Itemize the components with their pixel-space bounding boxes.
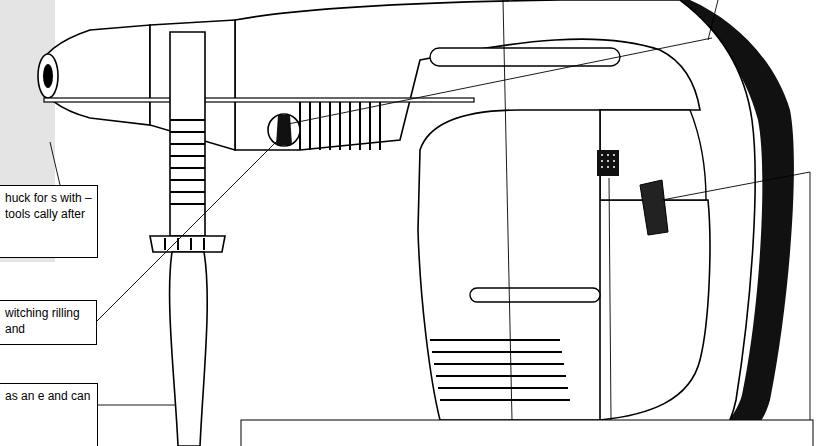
callout-text: as an e and can xyxy=(5,388,92,404)
caption-box xyxy=(241,420,813,446)
motor-slot xyxy=(470,288,600,302)
callout-box: huck for s with – tools cally after xyxy=(0,185,98,258)
chuck-nose xyxy=(38,54,58,98)
info-plate-dots xyxy=(601,154,615,168)
callout-box: witching rilling and xyxy=(0,300,97,345)
trigger xyxy=(640,180,668,235)
housing-outline xyxy=(235,0,755,446)
ring-knurl xyxy=(165,238,204,250)
motor-vents xyxy=(430,340,570,400)
top-slot xyxy=(430,48,620,66)
gear-ribs xyxy=(300,98,380,150)
selector-lever xyxy=(276,115,292,145)
side-handle-thread xyxy=(170,120,205,204)
side-handle-ring xyxy=(150,236,225,252)
callout-text: huck for s with – tools cally after xyxy=(5,190,92,222)
chuck-bore xyxy=(43,64,53,88)
depth-rod xyxy=(44,98,474,102)
side-handle-grip xyxy=(170,252,208,446)
info-plate xyxy=(597,150,619,176)
callout-text: witching rilling and xyxy=(5,305,91,337)
callout-box: as an e and can xyxy=(0,383,98,446)
side-handle-clamp xyxy=(170,32,205,236)
leader-lines xyxy=(50,0,810,446)
selector-knob xyxy=(268,114,300,146)
